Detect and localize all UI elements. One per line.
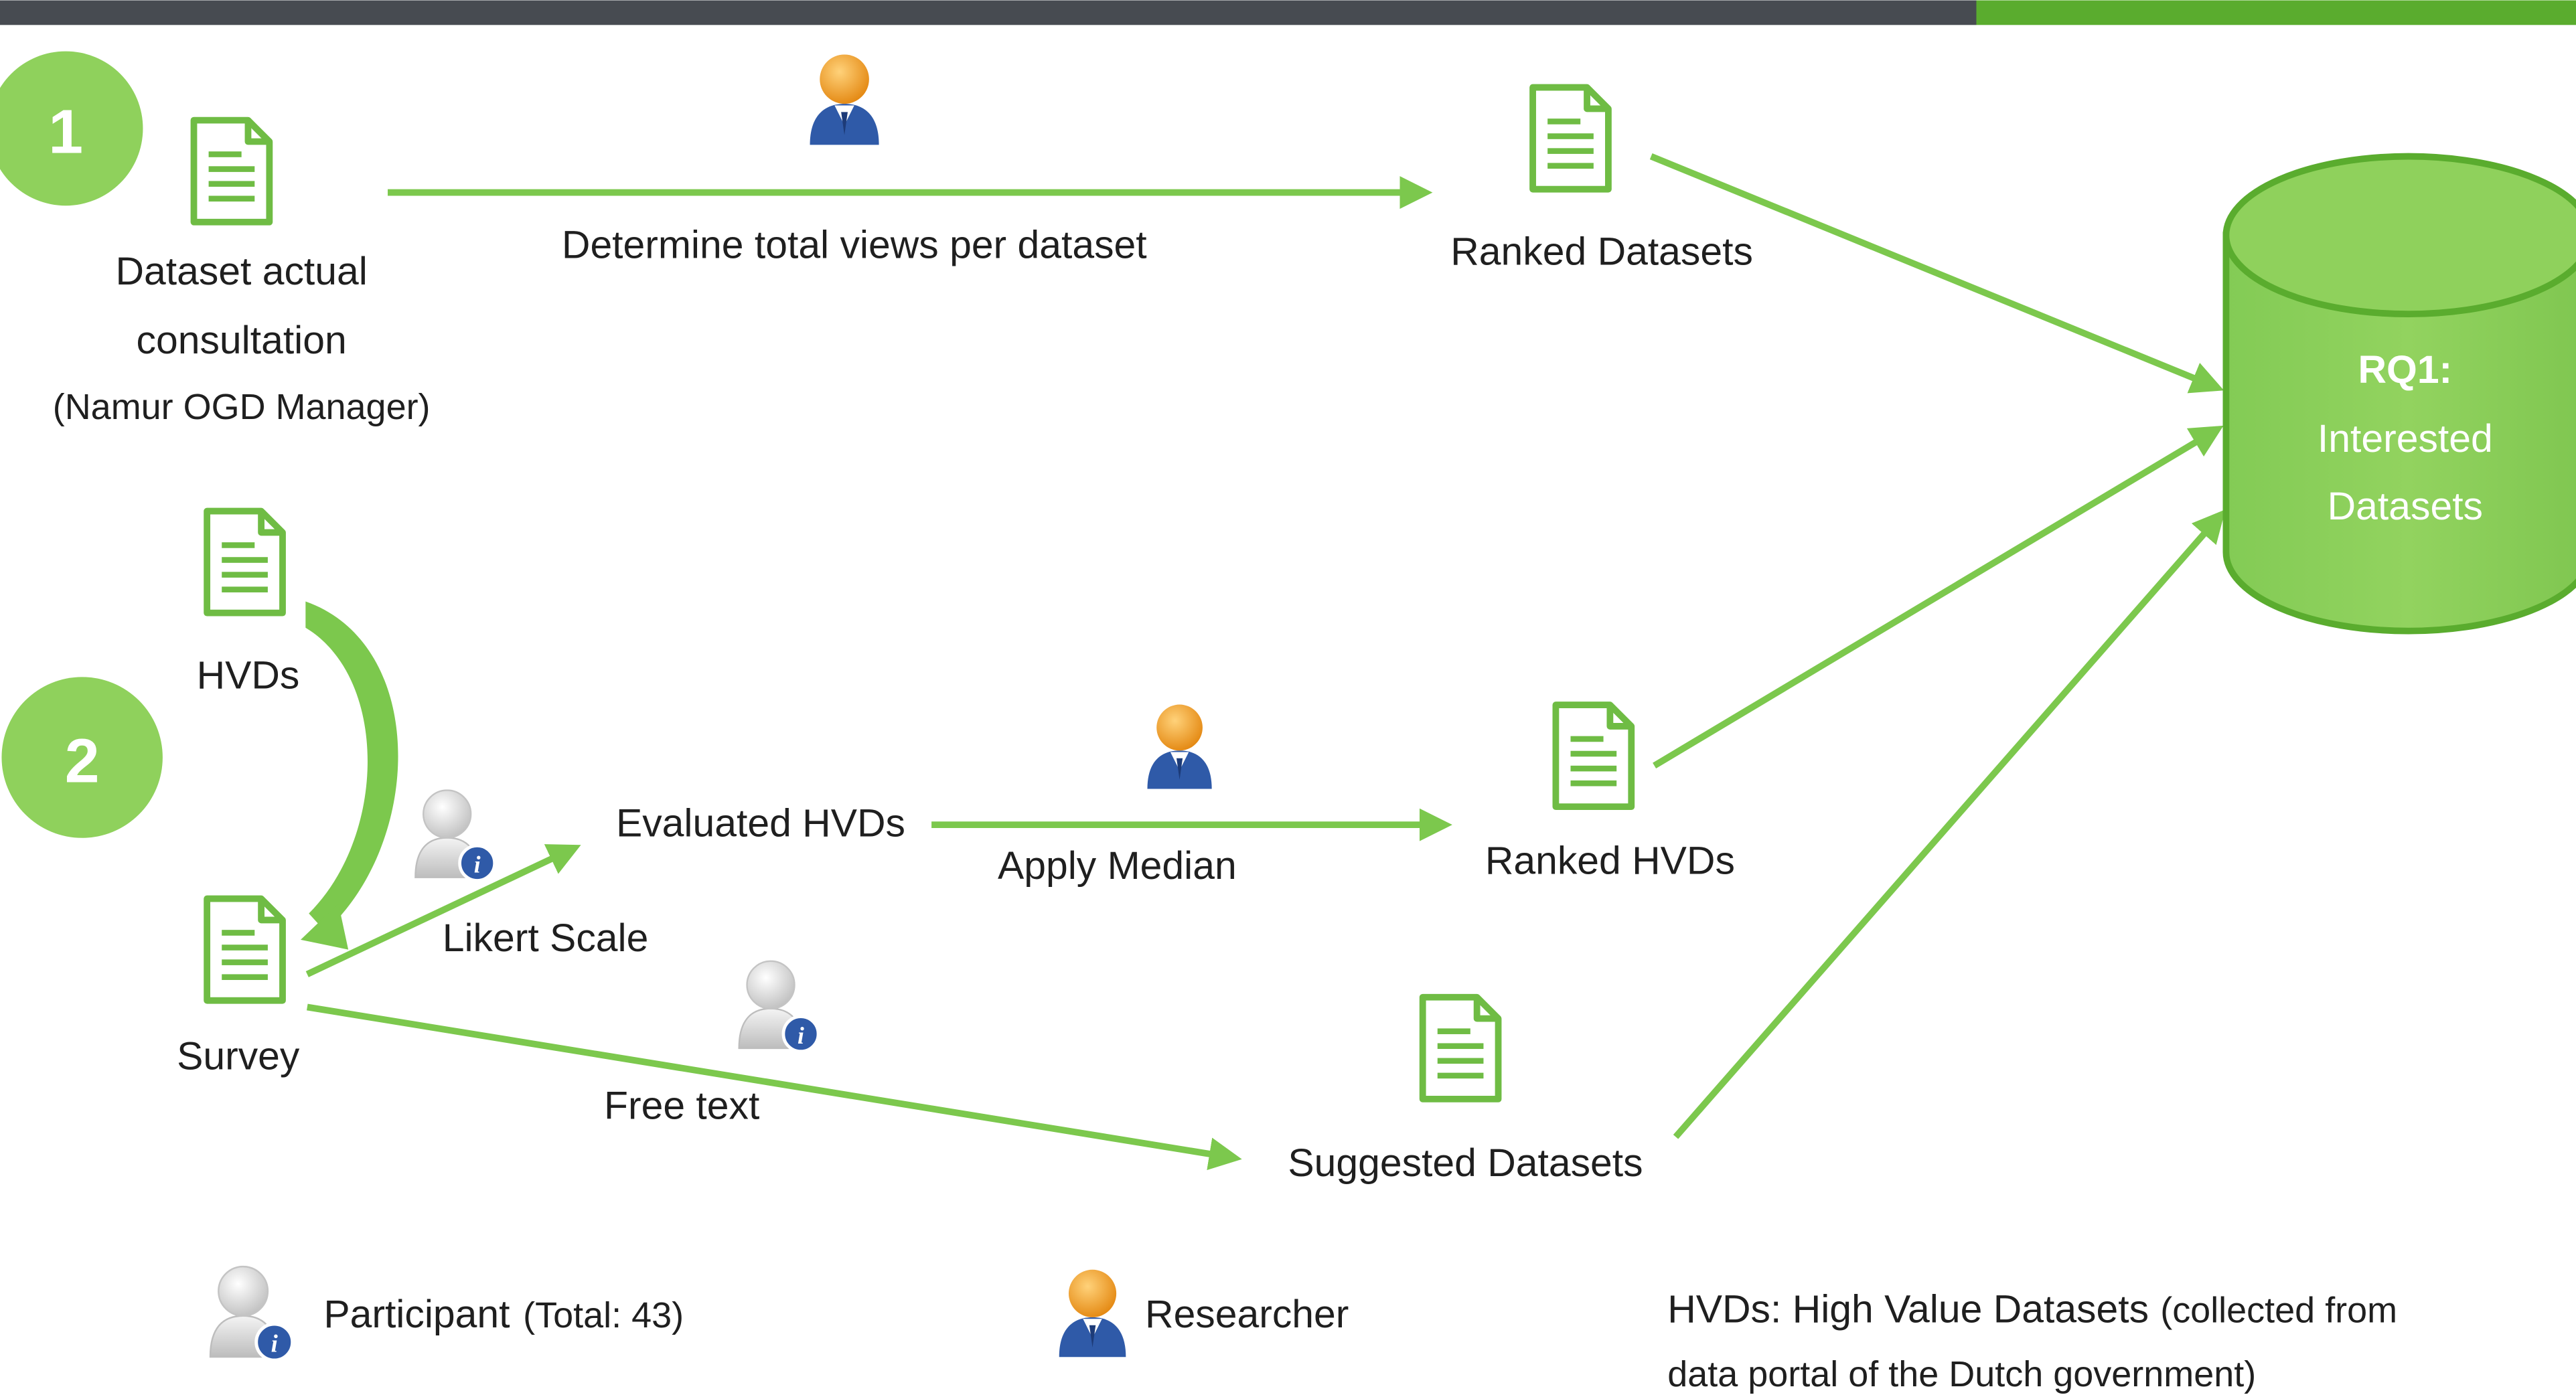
ranked-hvds-label: Ranked HVDs xyxy=(1485,839,1735,883)
database-title: RQ1: xyxy=(2358,348,2453,392)
document-icon-hvds xyxy=(207,511,283,613)
participant-icon-likert xyxy=(415,791,494,881)
step-2-badge: 2 xyxy=(1,677,163,838)
evaluated-hvds-label: Evaluated HVDs xyxy=(616,801,905,845)
database-line-datasets: Datasets xyxy=(2328,485,2483,528)
top-bar-green xyxy=(1976,0,2576,25)
legend-researcher-icon xyxy=(1059,1269,1126,1358)
researcher-icon-median xyxy=(1147,704,1212,789)
legend-hvds-paren: (collected from xyxy=(2160,1291,2397,1331)
step-1-label: 1 xyxy=(48,97,83,167)
arrow-ranked-datasets-to-rq1 xyxy=(1649,153,2224,394)
dataset-consultation-label-2: consultation xyxy=(137,319,347,362)
legend-hvds-definition: HVDs: High Value Datasets (collected from xyxy=(1667,1288,2397,1331)
edge-label-determine-views: Determine total views per dataset xyxy=(562,224,1147,267)
legend-participant-total: (Total: 43) xyxy=(523,1295,684,1335)
connectors xyxy=(305,153,2226,1171)
arrow-hvds-to-survey xyxy=(300,601,398,950)
document-icon-survey xyxy=(207,899,283,1001)
legend-participant: Participant (Total: 43) xyxy=(323,1293,684,1336)
legend-hvds-main: HVDs: High Value Datasets xyxy=(1667,1288,2149,1331)
dataset-consultation-label-1: Dataset actual xyxy=(115,250,367,293)
document-icon-dataset-consultation xyxy=(194,120,270,222)
suggested-datasets-label: Suggested Datasets xyxy=(1288,1141,1643,1185)
dataset-consultation-source: (Namur OGD Manager) xyxy=(53,387,431,427)
researcher-icon-step1 xyxy=(810,54,879,145)
edge-label-likert-scale: Likert Scale xyxy=(443,916,649,960)
step-1-badge: 1 xyxy=(0,51,143,206)
top-bar-dark xyxy=(0,0,1977,25)
survey-label: Survey xyxy=(177,1035,300,1078)
legend-participant-label: Participant xyxy=(323,1293,510,1336)
arrow-ranked-hvds-to-rq1 xyxy=(1653,425,2224,769)
document-icon-suggested-datasets xyxy=(1423,997,1499,1099)
legend-researcher-label: Researcher xyxy=(1145,1293,1349,1336)
step-2-label: 2 xyxy=(65,726,100,795)
arrow-likert-scale xyxy=(305,844,581,977)
ranked-datasets-label: Ranked Datasets xyxy=(1450,230,1753,274)
arrow-free-text xyxy=(307,1003,1242,1171)
database-line-interested: Interested xyxy=(2318,417,2493,461)
legend-hvds-source: data portal of the Dutch government) xyxy=(1667,1354,2256,1394)
edge-label-apply-median: Apply Median xyxy=(998,844,1237,888)
legend-participant-icon xyxy=(210,1266,293,1360)
arrow-suggested-to-rq1 xyxy=(1673,509,2226,1139)
edge-label-free-text: Free text xyxy=(604,1084,759,1127)
database-cylinder-icon: RQ1: Interested Datasets xyxy=(2222,153,2576,635)
document-icon-ranked-datasets xyxy=(1533,88,1608,189)
legend: Participant (Total: 43) Researcher HVDs: … xyxy=(210,1266,2397,1394)
participant-icon-free-text xyxy=(739,961,818,1052)
hvds-label: HVDs xyxy=(197,654,300,698)
document-icon-ranked-hvds xyxy=(1556,705,1631,807)
